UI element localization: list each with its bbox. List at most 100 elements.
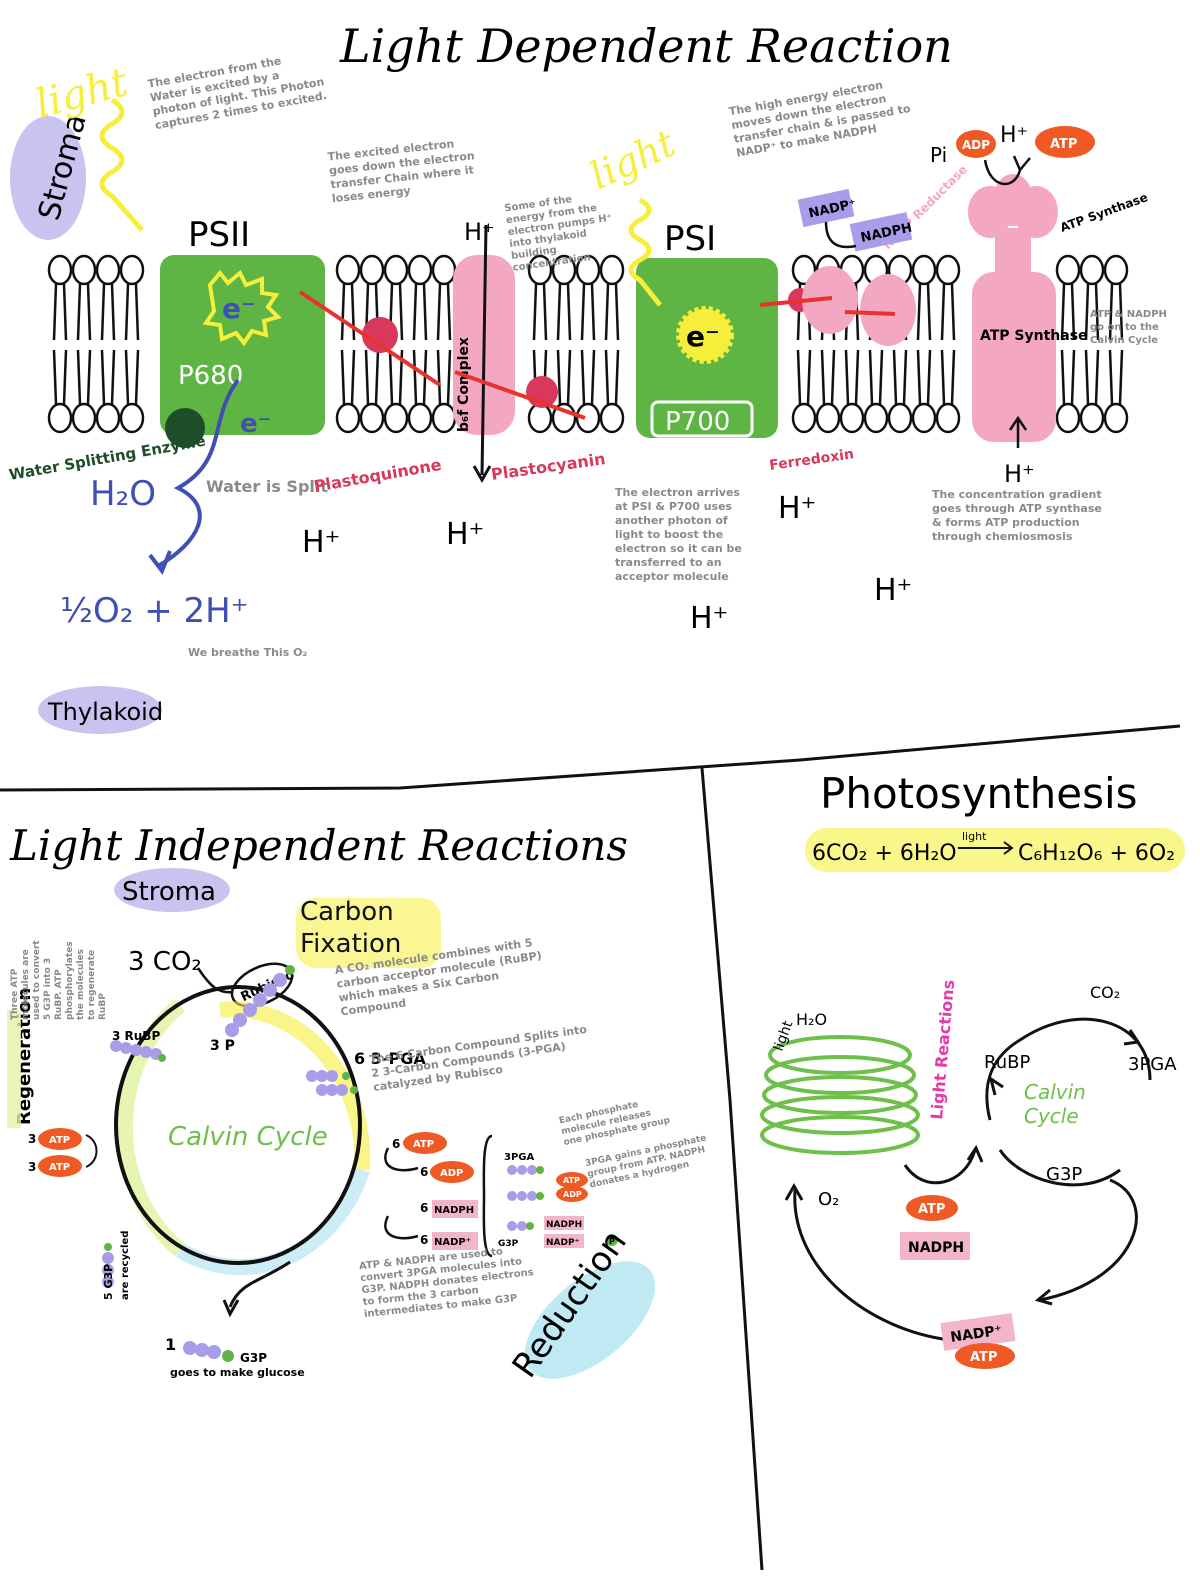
- carbon-fixation-text: Carbon Fixation: [300, 897, 402, 959]
- phospholipid-head: [119, 402, 145, 434]
- phospholipid-head: [863, 402, 889, 434]
- light-independent-title: Light Independent Reactions: [9, 821, 628, 870]
- phospholipid-tail: [1108, 349, 1124, 405]
- nadp-reductase-shape: [860, 274, 916, 346]
- phospholipid-head: [1055, 402, 1081, 434]
- h-plus-synthase: H⁺: [1004, 460, 1035, 488]
- atp-3a-count: 3: [28, 1132, 36, 1146]
- phospholipid-head: [71, 402, 97, 434]
- adp-badge-top: ADP: [956, 130, 996, 158]
- phospholipid-tail: [580, 283, 596, 341]
- phospholipid-head: [359, 402, 385, 434]
- nadp-6-text: NADP⁺: [434, 1237, 471, 1248]
- water-is-split-label: Water is Split: [206, 477, 328, 496]
- atp-3b-text: ATP: [49, 1162, 70, 1173]
- reduction-detail: 3PGA G3P ATP ADP NADPH NADP⁺ P: [498, 1152, 618, 1249]
- phospholipid-tail: [100, 349, 116, 405]
- phospholipid-head: [575, 402, 601, 434]
- nadph-6-badge: 6 NADPH: [420, 1200, 478, 1218]
- note-red1: ATP & NADPH are used to convert 3PGA mol…: [358, 1246, 535, 1321]
- nadp-arrow: [824, 221, 857, 249]
- phospholipid-tail: [580, 349, 596, 405]
- phospholipid-head: [1079, 254, 1105, 286]
- photosynthesis-title: Photosynthesis: [820, 769, 1138, 818]
- light-wave-2: [628, 197, 662, 307]
- nadp-plus-badge-top: NADP⁺: [797, 188, 858, 228]
- g3p-1-chain: 1 G3P goes to make glucose: [165, 1335, 305, 1379]
- atp-badge-right: ATP: [906, 1195, 958, 1221]
- stroma-label-bottom: Stroma: [114, 868, 230, 912]
- phospholipid-tail: [124, 283, 140, 341]
- nadp-6-badge: 6 NADP⁺: [420, 1232, 478, 1250]
- atp-text-top: ATP: [1050, 137, 1077, 152]
- calvin-label-right: Calvin Cycle: [1024, 1080, 1086, 1128]
- phospholipid-head: [383, 402, 409, 434]
- carbon-fixation-label: Carbon Fixation: [296, 897, 441, 968]
- o2-label-right: O₂: [818, 1189, 839, 1210]
- phospholipid-tail: [412, 349, 428, 405]
- note-atp-calvin: ATP & NADPH go on to the Calvin Cycle: [1090, 309, 1167, 346]
- phospholipid-tail: [940, 349, 956, 405]
- g3p-glucose-label: goes to make glucose: [170, 1366, 305, 1379]
- plastocyanin-label: Plastocyanin: [490, 449, 607, 484]
- nadp-badge-right: NADP⁺: [940, 1313, 1016, 1351]
- electron-psi: e⁻: [686, 320, 720, 353]
- return-arrow-right: [1034, 1178, 1138, 1306]
- p700-label: P700: [665, 407, 730, 437]
- p3-label: 3 P: [210, 1038, 235, 1054]
- g3p-small-label: G3P: [498, 1239, 519, 1249]
- phospholipid-tail: [604, 283, 620, 341]
- light-reactions-label: Light Reactions: [927, 979, 958, 1120]
- electron-arrow-1: [298, 290, 442, 387]
- phospholipid-head: [599, 402, 625, 434]
- atp-3a-text: ATP: [49, 1135, 70, 1146]
- light-dependent-title: Light Dependent Reaction: [339, 19, 953, 73]
- phospholipid-tail: [124, 349, 140, 405]
- phospholipid-head: [335, 402, 361, 434]
- nadph-6-text: NADPH: [434, 1205, 474, 1216]
- phospholipid-head: [551, 254, 577, 286]
- phospholipid-tail: [100, 283, 116, 341]
- atp-text-right: ATP: [918, 1202, 945, 1217]
- light-wave-1: [99, 97, 144, 232]
- electron-psii: e⁻: [222, 292, 256, 325]
- note-bf: Some of the energy from the electron pum…: [503, 194, 613, 274]
- nadph-badge-top: NADPH: [849, 212, 914, 252]
- note-psii: The electron from the Water is excited b…: [146, 54, 328, 133]
- phospholipid-head: [119, 254, 145, 286]
- g3p-recycled-label: are recycled: [120, 1231, 131, 1300]
- back-to-light-arrow: [784, 1182, 951, 1342]
- psi-complex: PSI e⁻ P700: [636, 219, 778, 438]
- phospholipid-head: [911, 254, 937, 286]
- h-plus-lumen-1: H⁺: [302, 525, 340, 560]
- pga-chain: 6 3-PGA: [306, 1049, 426, 1096]
- phospholipid-head: [839, 402, 865, 434]
- phospholipid-head: [527, 254, 553, 286]
- phospholipid-head: [527, 402, 553, 434]
- adp-6-text: ADP: [440, 1168, 463, 1179]
- h-plus-lumen-3: H⁺: [778, 491, 816, 526]
- phospholipid-head: [791, 402, 817, 434]
- phospholipid-tail: [1084, 349, 1100, 405]
- half-o2-label: ½O₂ + 2H⁺: [60, 591, 249, 631]
- psii-complex: PSII e⁻ P680 e⁻: [160, 215, 325, 448]
- stroma-label-top: Stroma: [10, 110, 94, 240]
- g3p-5-label: 5 G3P: [102, 1264, 115, 1300]
- phospholipid-head: [407, 254, 433, 286]
- phospholipid-head: [1079, 402, 1105, 434]
- calvin-cycle-circle-right: [985, 1017, 1152, 1187]
- electron-psii-2: e⁻: [240, 409, 271, 439]
- phospholipid-tail: [1060, 283, 1076, 341]
- phospholipid-head: [815, 402, 841, 434]
- phospholipid-tail: [436, 283, 452, 341]
- phospholipid-head: [1103, 254, 1129, 286]
- vertical-divider: [700, 767, 764, 1571]
- nadph-detail-text: NADPH: [546, 1220, 582, 1230]
- rubisco-chain: 3 P: [210, 965, 295, 1054]
- p700-box: [650, 400, 754, 438]
- reduction-bracket: [482, 1134, 493, 1258]
- calvin-cycle-circle: [114, 985, 362, 1265]
- phospholipid-head: [431, 402, 457, 434]
- phospholipid-head: [335, 254, 361, 286]
